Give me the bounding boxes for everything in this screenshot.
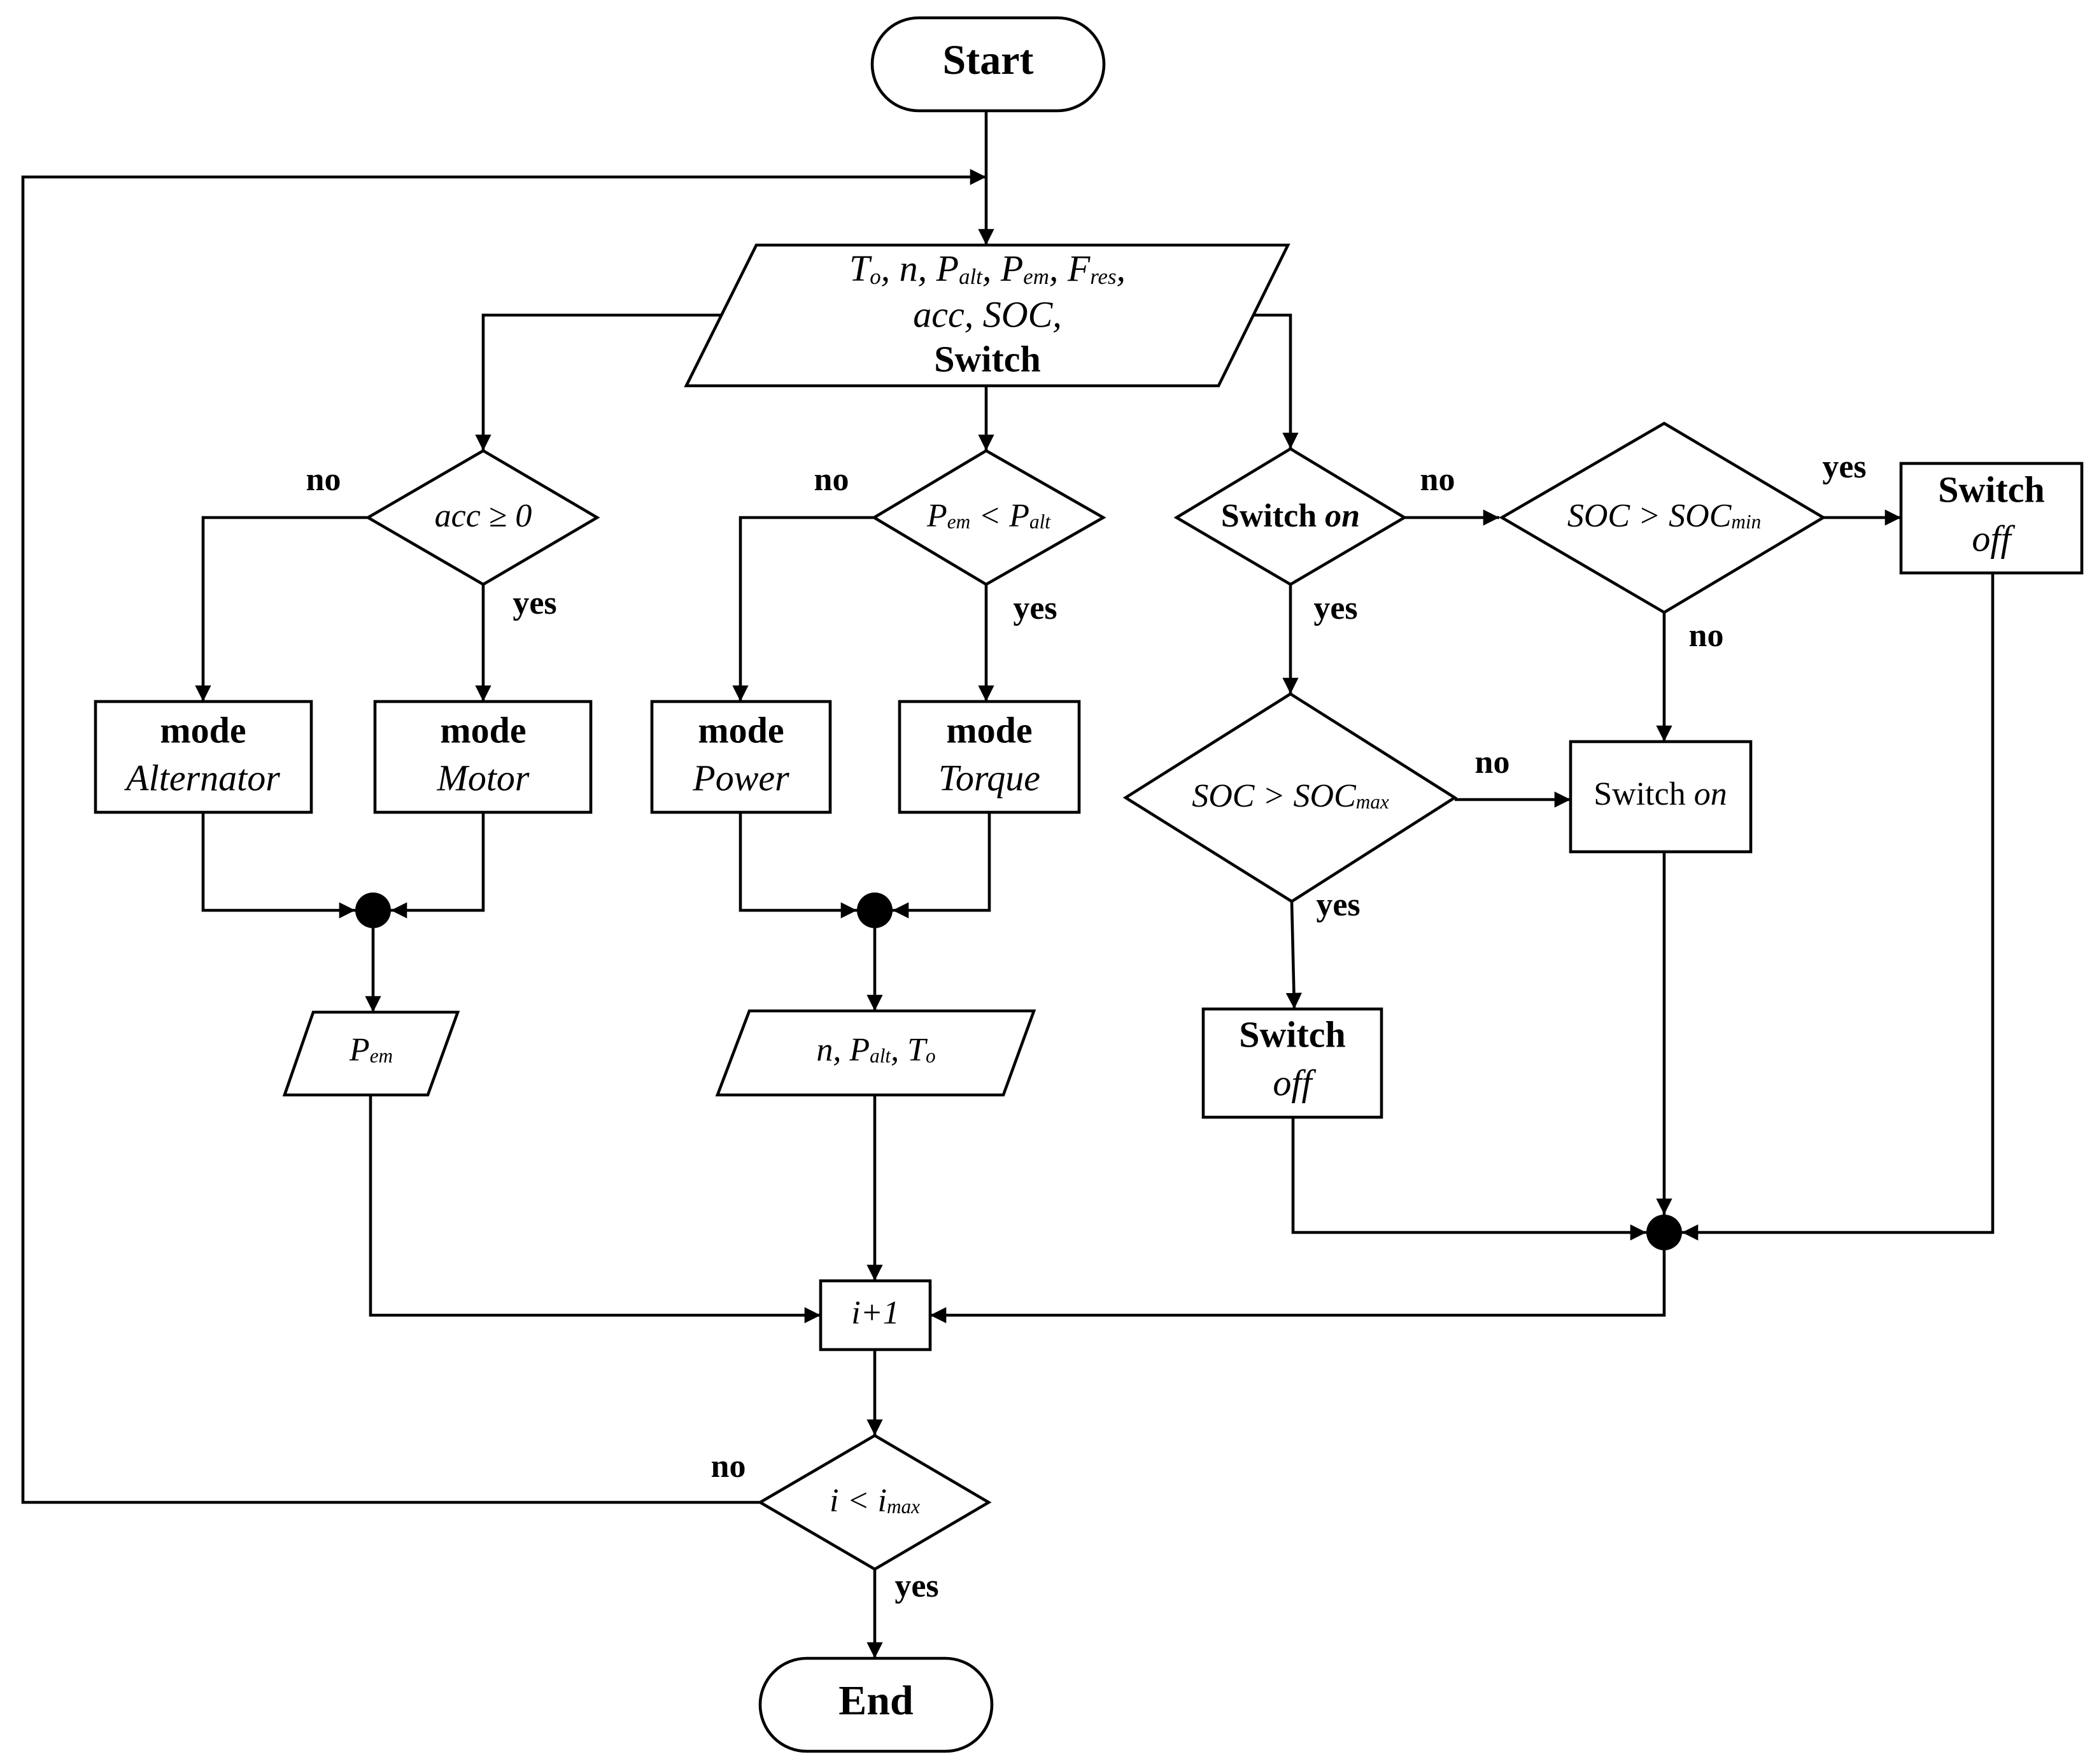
box-increment: i+1 [819,1279,932,1351]
edge-merge-to-increment [930,1250,1666,1323]
decision-soc-min-label: SOC > SOCmin [1567,498,1761,534]
decision-loop: i < imax [757,1434,992,1571]
edge-labels: no yes no yes no yes yes no no yes no ye… [306,449,1867,1604]
box-mode-power-line-1: mode [698,709,784,751]
label-pem-yes: yes [1013,590,1057,626]
box-mode-torque: mode Torque [898,700,1081,814]
decision-soc-max-label: SOC > SOCmax [1192,778,1389,814]
box-mode-alternator-line-2: Alternator [124,757,280,798]
box-switch-off-mid-line-1: Switch [1239,1013,1346,1055]
output-n-palt-to: n, Palt, To [715,1009,1036,1097]
edge-pem-no [732,516,874,702]
output-pem-label: Pem [349,1032,393,1068]
label-socmin-no: no [1689,617,1724,654]
label-loop-no: no [711,1448,746,1485]
box-mode-alternator-line-1: mode [160,709,246,751]
box-switch-on-label: Switch on [1594,776,1727,812]
input-line-2: acc, SOC, [913,293,1062,335]
merge-node-switch [1646,1215,1682,1250]
decision-switch-on-label: Switch on [1221,498,1360,534]
edge-pem-out-to-increment [369,1095,821,1323]
output-pem: Pem [282,1010,460,1097]
box-switch-off-right-line-1: Switch [1938,469,2045,510]
decision-pem-label: Pem < Palt [926,498,1051,534]
input-line-1: To, n, Palt, Pem, Fres, [849,248,1126,289]
end-terminal: End [758,1656,994,1753]
label-acc-yes: yes [512,585,556,621]
edge-alternator-to-merge [201,812,355,919]
decision-switch-on: Switch on [1173,447,1408,586]
label-pem-no: no [814,462,849,498]
edge-motor-to-merge [391,812,485,919]
box-switch-off-mid: Switch off [1201,1007,1383,1119]
input-line-3: Switch [934,338,1041,379]
edge-switchoff-right-to-merge [1682,573,1995,1241]
label-socmax-yes: yes [1316,887,1360,923]
merge-node-mode-left [355,893,391,928]
box-mode-power: mode Power [650,700,832,814]
merge-node-mode-right [857,893,893,928]
start-label: Start [943,37,1034,83]
edge-input-to-acc [475,313,721,451]
label-switch-no: no [1420,462,1455,498]
box-mode-torque-line-2: Torque [938,757,1040,798]
edge-switchoff-mid-to-merge [1291,1117,1646,1241]
label-socmin-yes: yes [1822,449,1866,485]
decision-soc-min: SOC > SOCmin [1499,421,1827,614]
box-switch-off-right: Switch off [1899,462,2084,575]
box-mode-torque-line-1: mode [946,709,1032,751]
decision-acc: acc ≥ 0 [365,449,600,586]
box-switch-on: Switch on [1569,740,1753,854]
box-increment-label: i+1 [851,1295,900,1331]
box-mode-motor: mode Motor [373,700,593,814]
edge-power-to-merge [739,812,857,919]
box-mode-alternator: mode Alternator [94,700,313,814]
decision-pem: Pem < Palt [871,449,1106,586]
label-loop-yes: yes [894,1568,938,1604]
decision-soc-max: SOC > SOCmax [1122,692,1458,903]
input-parallelogram: To, n, Palt, Pem, Fres, acc, SOC, Switch [684,243,1290,388]
box-mode-motor-line-2: Motor [437,757,530,798]
edge-socmax-yes [1285,901,1303,1010]
edge-loop-back [21,169,986,1504]
decision-loop-label: i < imax [830,1483,920,1519]
decision-acc-label: acc ≥ 0 [435,498,532,534]
start-terminal: Start [870,16,1106,113]
edge-input-to-switch [1254,313,1299,449]
box-switch-off-right-line-2: off [1972,518,2015,559]
box-mode-motor-line-1: mode [440,709,526,751]
box-switch-off-mid-line-2: off [1273,1062,1316,1103]
output-n-palt-to-label: n, Palt, To [816,1032,935,1068]
label-socmax-no: no [1475,744,1510,780]
label-switch-yes: yes [1313,590,1357,626]
box-mode-power-line-2: Power [692,757,789,798]
edge-torque-to-merge [893,812,991,919]
end-label: End [838,1677,913,1724]
label-acc-no: no [306,462,341,498]
edge-acc-no [195,516,368,702]
edges [21,111,1995,1658]
